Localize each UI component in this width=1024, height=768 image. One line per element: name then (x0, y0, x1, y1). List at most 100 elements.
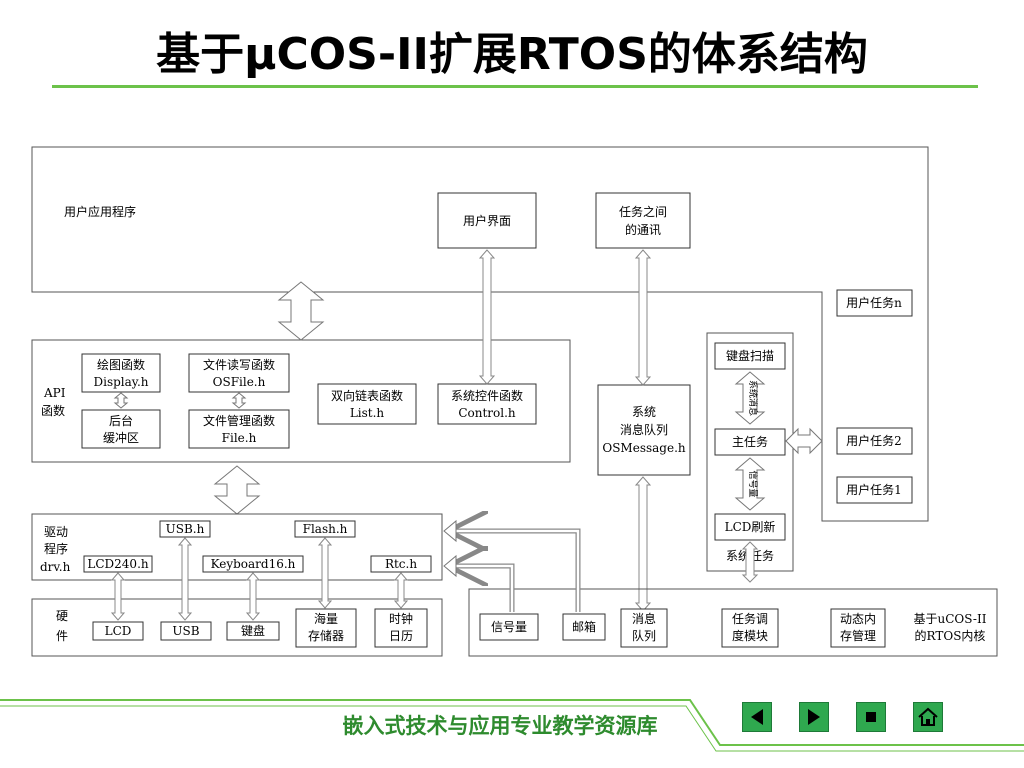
list-func-line1: 双向链表函数 (331, 388, 403, 403)
file-mgmt-func-box (188, 409, 290, 449)
lcd-refresh-label: LCD刷新 (725, 519, 776, 534)
hw-clock-box (374, 608, 428, 648)
user-task-2-box (836, 427, 913, 455)
thin-arrows (478, 249, 759, 612)
semaphore-box (479, 613, 539, 641)
flash-h-label: Flash.h (303, 522, 348, 536)
keyboard16-h-box (202, 555, 304, 573)
stop-square-icon (866, 712, 876, 722)
footer-title: 嵌入式技术与应用专业教学资源库 (342, 714, 658, 738)
msg-queue-line2: 队列 (632, 628, 656, 643)
rtc-h-label: Rtc.h (385, 557, 417, 571)
user-task-2-label: 用户任务2 (846, 433, 902, 448)
hw-clock-line2: 日历 (389, 629, 413, 643)
triangle-right-icon (808, 709, 820, 725)
control-func-line2: Control.h (458, 406, 516, 420)
semaphore-label: 信号量 (491, 620, 527, 634)
rtos-kernel-line2: 的RTOS内核 (915, 628, 986, 643)
footer-decoration (0, 699, 1024, 752)
stop-button[interactable] (856, 702, 886, 732)
hw-keyboard-box (226, 621, 280, 641)
dyn-mem-line1: 动态内 (840, 612, 876, 626)
sem-arrowhead (443, 554, 457, 578)
driver-hardware-arrows (110, 537, 409, 621)
draw-func-line2: Display.h (93, 375, 148, 389)
mail-arrowhead (443, 519, 457, 543)
api-label-2: 函数 (41, 403, 65, 418)
driver-region (31, 513, 443, 581)
inter-task-comm-line2: 的通讯 (625, 222, 661, 237)
triangle-left-icon (751, 709, 763, 725)
user-app-label: 用户应用程序 (64, 204, 136, 219)
mailbox-driver-arrow-inner (452, 529, 580, 612)
sys-msg-queue-line1: 系统 (632, 405, 656, 419)
hardware-label-2: 件 (56, 629, 68, 643)
lcd-refresh-box (714, 513, 786, 541)
next-button[interactable] (799, 702, 829, 732)
backstage-buffer-line1: 后台 (109, 413, 133, 428)
hw-clock-line1: 时钟 (389, 611, 413, 626)
key-scan-label: 键盘扫描 (726, 348, 774, 363)
semaphore-driver-arrow-inner (452, 564, 514, 612)
msg-queue-line1: 消息 (632, 611, 656, 626)
sys-msg-arrow (734, 371, 766, 425)
hw-usb-label: USB (172, 624, 199, 638)
main-task-user-task-arrow (785, 427, 823, 455)
task-scheduler-line2: 度模块 (732, 628, 768, 643)
inter-task-comm-line1: 任务之间 (619, 204, 667, 219)
file-mgmt-func-line1: 文件管理函数 (203, 413, 275, 428)
lcd240-h-label: LCD240.h (87, 557, 148, 571)
rtos-kernel-region (468, 588, 998, 657)
user-task-1-box (836, 476, 913, 504)
user-interface-label: 用户界面 (463, 213, 511, 228)
dyn-mem-line2: 存管理 (840, 628, 876, 643)
user-interface-box (437, 192, 537, 249)
task-scheduler-line1: 任务调 (732, 611, 768, 626)
usb-h-label: USB.h (166, 522, 205, 536)
control-func-line1: 系统控件函数 (451, 388, 523, 403)
user-task-n-box (836, 289, 913, 317)
msg-queue-box (620, 608, 668, 648)
user-app-region (31, 146, 929, 522)
inter-task-comm-box (595, 192, 691, 249)
draw-func-box (81, 353, 161, 393)
control-func-box (437, 383, 537, 425)
hw-storage-line1: 海量 (314, 611, 338, 626)
app-api-arrow (277, 281, 325, 341)
backstage-buffer-line2: 缓冲区 (103, 430, 139, 445)
sys-msg-queue-line3: OSMessage.h (602, 441, 686, 455)
home-icon (918, 707, 938, 726)
hw-keyboard-label: 键盘 (241, 623, 265, 638)
sys-msg-queue-box (597, 384, 691, 476)
semaphore-small-label: 信号量 (747, 470, 759, 497)
api-inner-arrows (113, 392, 247, 409)
file-mgmt-func-line2: File.h (222, 431, 257, 445)
mailbox-label: 邮箱 (572, 619, 596, 634)
hw-lcd-box (92, 621, 144, 641)
file-rw-func-line2: OSFile.h (213, 375, 266, 389)
api-label-1: API (43, 386, 66, 400)
driver-label-2: 程序 (44, 541, 68, 556)
api-driver-arrow (213, 465, 261, 515)
file-rw-func-box (188, 353, 290, 393)
main-task-label: 主任务 (732, 434, 768, 449)
draw-func-line1: 绘图函数 (97, 357, 145, 372)
home-button[interactable] (913, 702, 943, 732)
dyn-mem-box (830, 608, 886, 648)
hardware-label-1: 硬 (56, 609, 68, 623)
hw-usb-box (160, 621, 212, 641)
keyboard16-h-label: Keyboard16.h (211, 557, 296, 571)
usb-h-box (159, 520, 211, 538)
file-rw-func-line1: 文件读写函数 (203, 357, 275, 372)
mailbox-box (562, 613, 606, 641)
rtos-kernel-line1: 基于uCOS-II (914, 612, 987, 626)
lcd240-h-box (83, 555, 153, 573)
list-func-box (317, 383, 417, 425)
user-task-1-label: 用户任务1 (846, 482, 902, 497)
page-title: 基于μCOS-II扩展RTOS的体系结构 (156, 29, 868, 80)
prev-button[interactable] (742, 702, 772, 732)
sys-msg-queue-line2: 消息队列 (620, 422, 668, 437)
hw-storage-line2: 存储器 (308, 628, 344, 643)
title-divider (52, 85, 978, 88)
